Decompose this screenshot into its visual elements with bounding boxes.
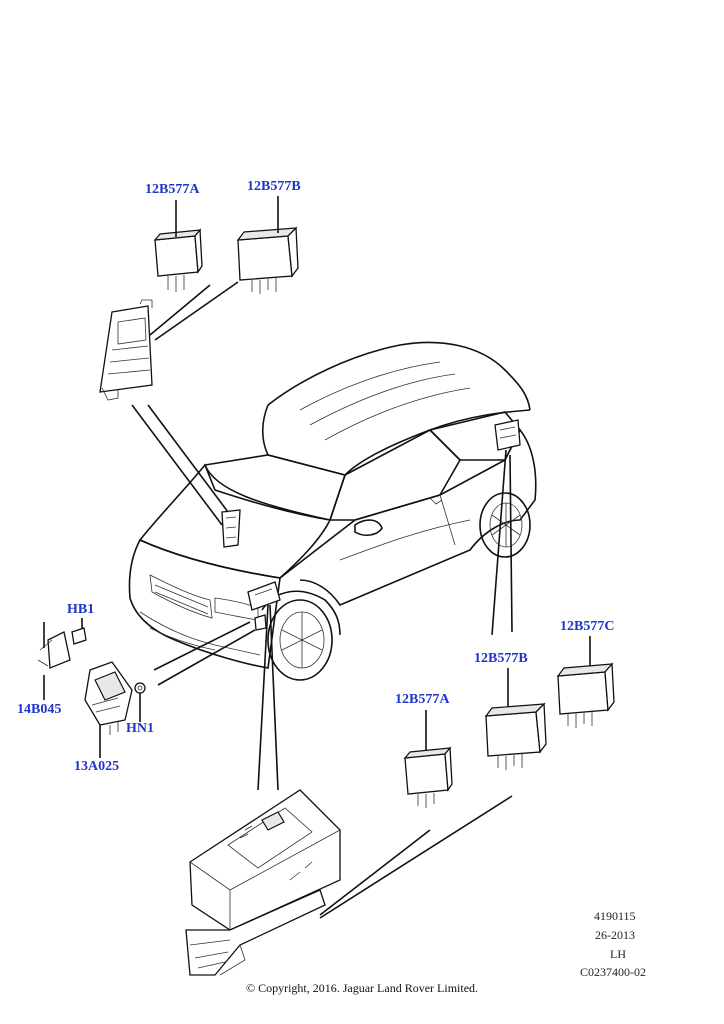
upper-relay-module: [99, 299, 153, 401]
relay-12b577a-top: [153, 228, 203, 292]
relay-12b577b-top: [236, 226, 299, 294]
relay-12b577b-bottom: [484, 702, 547, 770]
callout-hb1: HB1: [67, 602, 95, 617]
engine-bay-relay-holder: [247, 581, 281, 631]
callout-13a025: 13A025: [74, 759, 120, 774]
ref-date: 26-2013: [595, 928, 635, 942]
leader-lines: [43, 196, 591, 919]
callout-12b577c: 12B577C: [560, 619, 615, 634]
module-13a025: [84, 661, 133, 735]
ref-id: C0237400-02: [580, 965, 646, 979]
relay-12b577c: [556, 662, 615, 728]
callout-12b577a-top: 12B577A: [145, 182, 200, 197]
callout-hn1: HN1: [126, 721, 154, 736]
junction-box: [185, 789, 341, 976]
callout-12b577b-bottom: 12B577B: [474, 651, 528, 666]
rear-relay-bracket: [494, 419, 521, 451]
sensor-14b045: [37, 627, 87, 669]
copyright-notice: © Copyright, 2016. Jaguar Land Rover Lim…: [245, 981, 479, 995]
dash-relay-bracket: [221, 509, 241, 548]
vehicle-outline: [128, 341, 537, 681]
relay-12b577a-bottom: [403, 746, 453, 808]
ref-code: 4190115: [594, 909, 636, 923]
ref-side: LH: [610, 947, 626, 961]
callout-12b577b-top: 12B577B: [247, 179, 301, 194]
callout-12b577a-bottom: 12B577A: [395, 692, 450, 707]
nut-hn1: [134, 682, 146, 694]
callout-14b045: 14B045: [17, 702, 62, 717]
